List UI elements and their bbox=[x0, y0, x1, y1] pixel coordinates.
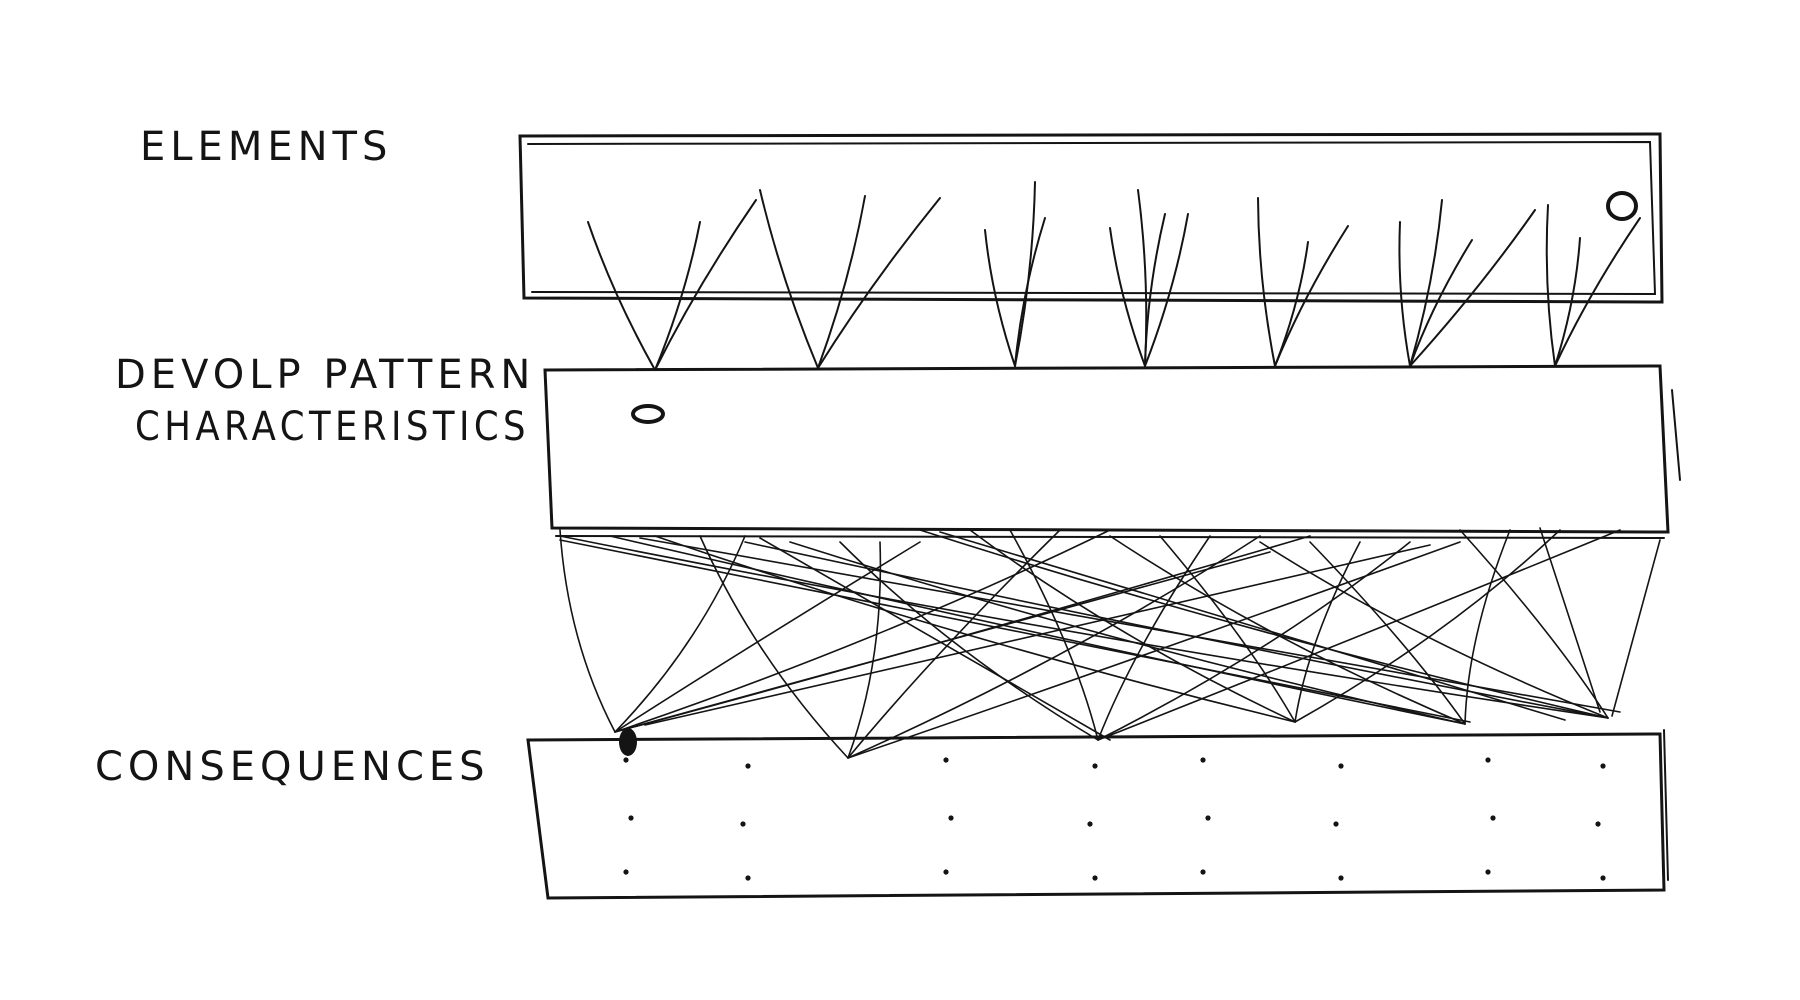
consequence-dot-7-0 bbox=[1600, 763, 1606, 769]
pattern-label-line-2: CHARACTERISTICS bbox=[135, 404, 530, 450]
element-stroke-3-1 bbox=[1137, 189, 1148, 367]
element-stroke-0-0 bbox=[587, 221, 656, 371]
elements-corner-marker bbox=[1606, 191, 1638, 221]
consequence-dot-0-2 bbox=[623, 869, 629, 875]
element-stroke-1-1 bbox=[817, 195, 866, 369]
element-stroke-5-3 bbox=[1409, 209, 1536, 367]
element-stroke-4-2 bbox=[1274, 225, 1349, 367]
consequences-label: CONSEQUENCES bbox=[95, 744, 490, 790]
consequences-corner-marker bbox=[619, 728, 637, 756]
pattern-stroke-13 bbox=[1097, 541, 1411, 741]
consequence-dot-4-1 bbox=[1205, 815, 1211, 821]
consequence-dot-2-0 bbox=[943, 757, 949, 763]
elements-box bbox=[518, 132, 1664, 304]
pattern-stroke-27 bbox=[559, 535, 1609, 719]
element-stroke-0-2 bbox=[654, 199, 757, 371]
pattern-stroke-22 bbox=[1464, 529, 1511, 725]
element-stroke-2-0 bbox=[984, 229, 1016, 367]
consequence-dot-0-1 bbox=[628, 815, 634, 821]
consequences-label-text: CONSEQUENCES bbox=[95, 744, 490, 790]
consequence-dot-4-2 bbox=[1200, 869, 1206, 875]
element-stroke-4-0 bbox=[1257, 197, 1276, 367]
long-stroke-2 bbox=[559, 539, 1471, 723]
consequence-dot-5-2 bbox=[1338, 875, 1344, 881]
element-stroke-0-1 bbox=[654, 221, 701, 371]
elements-label-text: ELEMENTS bbox=[140, 124, 392, 170]
element-stroke-2-2 bbox=[1014, 217, 1046, 367]
element-connections bbox=[587, 181, 1641, 371]
pattern-stroke-26 bbox=[1459, 529, 1609, 719]
pattern-stroke-17 bbox=[1294, 541, 1361, 723]
long-stroke-4 bbox=[759, 537, 1111, 741]
consequence-dot-4-0 bbox=[1200, 757, 1206, 763]
marker-circles bbox=[619, 191, 1638, 756]
consequence-dot-6-2 bbox=[1485, 869, 1491, 875]
long-stroke-3 bbox=[639, 537, 1621, 713]
element-stroke-5-1 bbox=[1409, 199, 1443, 367]
long-stroke-7 bbox=[1611, 539, 1661, 717]
consequence-dot-2-2 bbox=[943, 869, 949, 875]
pattern-stroke-24 bbox=[789, 541, 1466, 725]
consequence-dot-5-1 bbox=[1333, 821, 1339, 827]
element-stroke-1-2 bbox=[817, 197, 941, 369]
elements-label: ELEMENTS bbox=[140, 124, 392, 170]
pattern-stroke-5 bbox=[699, 535, 849, 759]
element-stroke-3-2 bbox=[1144, 213, 1166, 367]
consequence-dot-1-2 bbox=[745, 875, 751, 881]
consequence-dot-3-0 bbox=[1092, 763, 1098, 769]
pattern-stroke-25 bbox=[1259, 541, 1609, 719]
long-stroke-6 bbox=[1539, 527, 1601, 713]
element-stroke-6-1 bbox=[1554, 237, 1581, 367]
consequence-dot-6-0 bbox=[1485, 757, 1491, 763]
pattern-stroke-0 bbox=[559, 529, 616, 733]
consequences-box bbox=[526, 729, 1669, 900]
consequence-dot-6-1 bbox=[1490, 815, 1496, 821]
pattern-marker bbox=[631, 404, 665, 424]
pattern-box bbox=[543, 364, 1681, 539]
element-stroke-5-2 bbox=[1409, 239, 1473, 367]
pattern-connections bbox=[559, 527, 1661, 759]
pattern-stroke-14 bbox=[1097, 529, 1621, 741]
consequence-dot-3-1 bbox=[1087, 821, 1093, 827]
consequence-dot-5-0 bbox=[1338, 763, 1344, 769]
pattern-label-line-1: DEVOLP PATTERN bbox=[115, 352, 535, 398]
consequence-dot-7-1 bbox=[1595, 821, 1601, 827]
element-stroke-5-0 bbox=[1398, 221, 1411, 367]
pattern-stroke-18 bbox=[1294, 529, 1561, 723]
element-stroke-3-3 bbox=[1144, 213, 1189, 367]
consequence-dot-0-0 bbox=[623, 757, 629, 763]
pattern-stroke-16 bbox=[1159, 535, 1296, 723]
pattern-stroke-23 bbox=[609, 535, 1466, 725]
consequence-dot-2-1 bbox=[948, 815, 954, 821]
consequence-dot-1-0 bbox=[745, 763, 751, 769]
element-stroke-6-0 bbox=[1545, 204, 1556, 367]
element-stroke-3-0 bbox=[1109, 227, 1146, 367]
long-stroke-5 bbox=[939, 531, 1566, 721]
element-stroke-6-2 bbox=[1554, 217, 1641, 367]
consequence-dot-1-1 bbox=[740, 821, 746, 827]
consequence-dot-3-2 bbox=[1092, 875, 1098, 881]
consequence-dot-7-2 bbox=[1600, 875, 1606, 881]
pattern-stroke-19 bbox=[654, 535, 1296, 723]
pattern-stroke-10 bbox=[839, 541, 1099, 741]
pattern-stroke-3 bbox=[614, 529, 1111, 733]
pattern-stroke-9 bbox=[847, 541, 1461, 759]
pattern-stroke-29 bbox=[919, 529, 1609, 719]
element-stroke-1-0 bbox=[759, 189, 819, 369]
pattern-characteristics-label: DEVOLP PATTERN CHARACTERISTICS bbox=[115, 352, 535, 450]
consequence-dots bbox=[623, 757, 1606, 881]
long-stroke-0 bbox=[614, 551, 1271, 733]
